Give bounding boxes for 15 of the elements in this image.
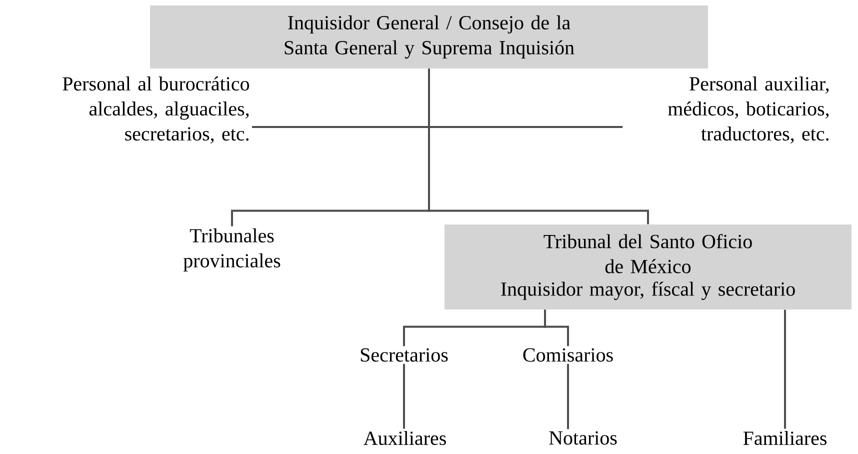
- branch-label: Tribunales provinciales: [183, 228, 280, 272]
- title-box: Inquisidor General / Consejo de la Santa General y Suprema Inquisión: [150, 6, 708, 68]
- branch-label: Familiares: [743, 430, 826, 446]
- connector-line: [428, 68, 649, 224]
- connector-line: [784, 310, 786, 429]
- branch-label: Auxiliares: [364, 430, 446, 446]
- side-label: Personal auxiliar, médicos, boticarios, traductores, etc.: [668, 76, 829, 144]
- connector-line: [403, 364, 405, 429]
- tribunal-box: Tribunal del Santo Oficio de México Inquisidor mayor, físcal y secretario: [444, 224, 852, 310]
- branch-label: Notarios: [549, 431, 617, 445]
- branch-label: Comisarios: [523, 348, 613, 362]
- connector-line: [544, 310, 569, 346]
- side-label: Personal al burocrático alcaldes, alguaciles, secretarios, etc.: [62, 76, 250, 144]
- branch-label: Secretarios: [360, 348, 448, 362]
- connector-line: [567, 364, 569, 430]
